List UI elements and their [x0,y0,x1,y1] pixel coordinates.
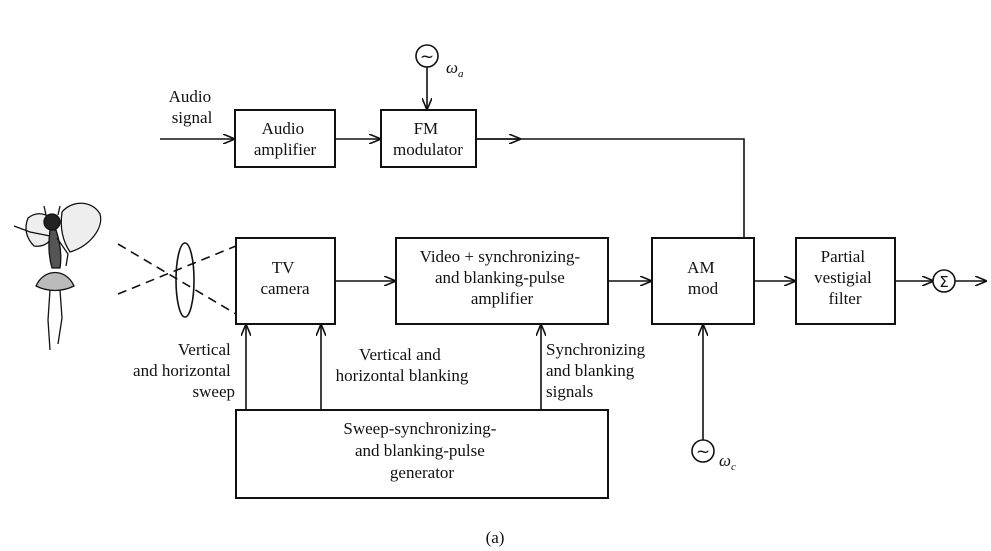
svg-text:FM modulator: FM modulator [393,119,463,159]
audio-oscillator: ~ [415,44,439,68]
svg-text:Audio amplifier: Audio amplifier [254,119,317,159]
video-oscillator: ~ [691,439,715,463]
sweep-sync-generator-block: Sweep-synchronizing- and blanking-pulse … [235,409,609,499]
sync-signals-label: Synchronizing and blanking signals [546,340,649,401]
partial-vestigial-filter-block: Partial vestigial filter [795,237,896,325]
svg-text:Partial vestigial: Partial vestigial filter [814,247,876,308]
svg-text:TV camera: TV camera [260,258,310,298]
svg-text:~: ~ [420,47,434,67]
fm-output-wire [476,138,745,270]
summer-node: Σ [932,269,956,293]
video-carrier-label: ωc [719,451,736,473]
audio-signal-label: Audio signal [169,87,216,127]
svg-text:Video + synchronizing- a: Video + synchronizing- and blanking-puls… [420,247,585,308]
video-amplifier-block: Video + synchronizing- and blanking-puls… [395,237,609,325]
am-mod-block: AM mod [651,237,755,325]
audio-carrier-label: ωa [446,58,464,80]
sweep-label: Vertical and horizontal sweep [133,340,235,401]
fairy-figure-illustration [13,202,102,351]
lens-optics [117,242,237,318]
blanking-label: Vertical and horizontal blanking [336,345,469,385]
tv-camera-block: TV camera [235,237,336,325]
audio-amplifier-block: Audio amplifier [234,109,336,168]
figure-caption: (a) [486,528,505,547]
svg-text:Σ: Σ [939,273,948,291]
svg-text:Sweep-synchronizing- and: Sweep-synchronizing- and blanking-pulse … [343,419,500,482]
svg-text:AM mod: AM mod [687,258,719,298]
svg-text:~: ~ [696,442,710,462]
fm-modulator-block: FM modulator [380,109,477,168]
